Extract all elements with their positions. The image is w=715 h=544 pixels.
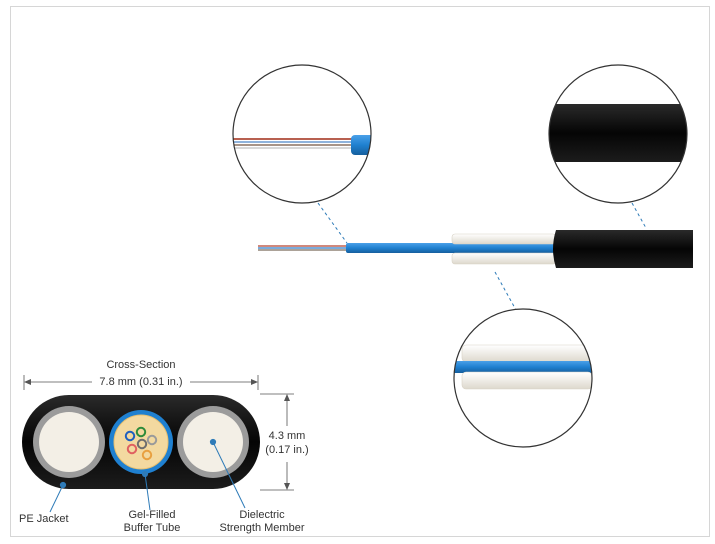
strength-member-top bbox=[451, 233, 557, 245]
width-dimension-label: 7.8 mm (0.31 in.) bbox=[99, 376, 183, 388]
detail-leaders bbox=[317, 202, 647, 311]
detail-circle-jacket bbox=[548, 64, 688, 204]
buffer-tube bbox=[346, 243, 558, 253]
fiber-bundle bbox=[124, 426, 158, 461]
cable-jacket bbox=[553, 230, 693, 268]
strength-member-label-line1: Dielectric bbox=[239, 509, 285, 521]
height-dimension-in: (0.17 in.) bbox=[265, 444, 309, 456]
height-dimension-mm: 4.3 mm bbox=[268, 430, 306, 442]
detail-circle-fiber bbox=[232, 64, 372, 204]
buffer-tube-label-line1: Gel-Filled bbox=[128, 509, 176, 521]
strength-member-bottom bbox=[451, 252, 557, 265]
cross-section-title: Cross-Section bbox=[106, 359, 176, 371]
buffer-tube-label-line2: Buffer Tube bbox=[123, 522, 181, 534]
strength-member-label-line2: Strength Member bbox=[219, 522, 305, 534]
cross-section bbox=[22, 375, 294, 513]
pe-jacket-label: PE Jacket bbox=[19, 513, 69, 525]
detail-circle-strength bbox=[453, 308, 593, 448]
cable-side-view bbox=[258, 230, 693, 268]
